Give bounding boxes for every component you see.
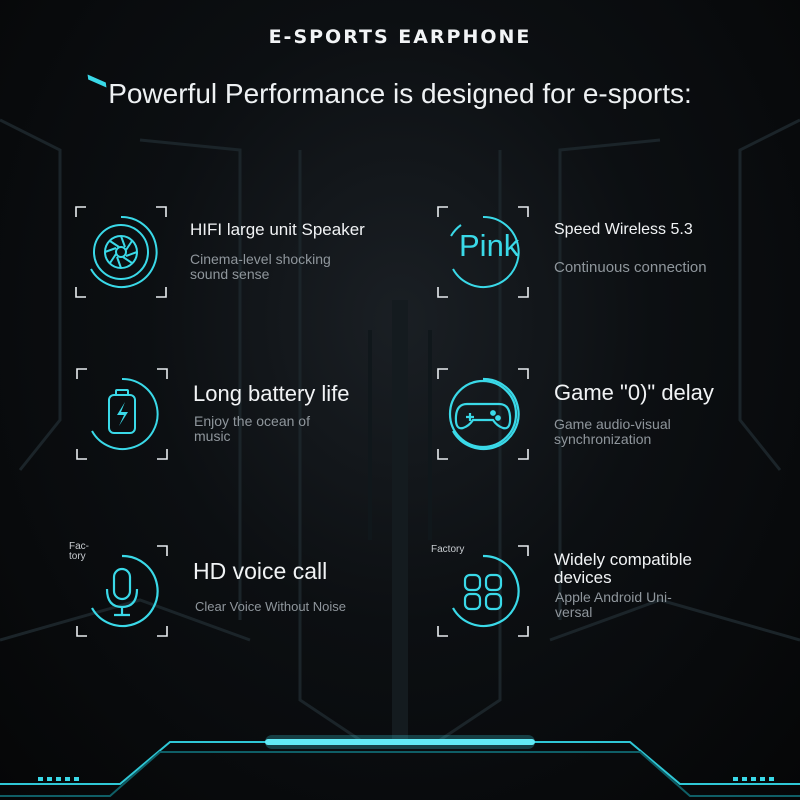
corner-brackets xyxy=(76,368,168,460)
corner-brackets xyxy=(76,545,168,637)
microphone-icon xyxy=(91,554,159,628)
feature-wireless-frame: Pink xyxy=(437,206,529,298)
feature-battery-title: Long battery life xyxy=(193,381,350,406)
feature-compat-desc: Apple Android Uni-versal xyxy=(555,589,672,620)
feature-hifi-desc: Cinema-level shocking sound sense xyxy=(190,251,331,282)
feature-game-title: Game "0)" delay xyxy=(554,380,714,405)
feature-voice-frame xyxy=(76,545,168,637)
feature-voice-title: HD voice call xyxy=(193,558,328,584)
brand-title: E-SPORTS EARPHONE xyxy=(268,26,532,48)
feature-wireless-desc: Continuous connection xyxy=(554,259,707,276)
feature-battery-frame xyxy=(76,368,168,460)
corner-brackets xyxy=(437,545,529,637)
speaker-fan-icon xyxy=(90,215,158,288)
feature-compat-title: Widely compatible devices xyxy=(554,550,692,587)
feature-compat-frame xyxy=(437,545,529,637)
battery-icon xyxy=(91,377,159,450)
feature-battery-desc: Enjoy the ocean of music xyxy=(194,413,310,444)
corner-brackets xyxy=(437,368,529,460)
corner-brackets xyxy=(75,206,167,298)
feature-hifi-frame xyxy=(75,206,167,298)
feature-compat-badge: Factory xyxy=(431,544,465,555)
headline: Powerful Performance is designed for e-s… xyxy=(108,78,692,109)
pink-label: Pink xyxy=(459,228,520,263)
corner-brackets xyxy=(437,206,529,298)
feature-voice-badge: Fac-tory xyxy=(69,541,89,562)
feature-wireless-title: Speed Wireless 5.3 xyxy=(554,221,693,238)
feature-hifi-title: HIFI large unit Speaker xyxy=(190,220,365,239)
feature-game-desc: Game audio-visual synchronization xyxy=(554,416,671,447)
feature-voice-desc: Clear Voice Without Noise xyxy=(195,599,347,614)
gamepad-icon xyxy=(448,377,520,451)
feature-game-frame xyxy=(437,368,529,460)
apps-grid-icon xyxy=(452,554,520,628)
